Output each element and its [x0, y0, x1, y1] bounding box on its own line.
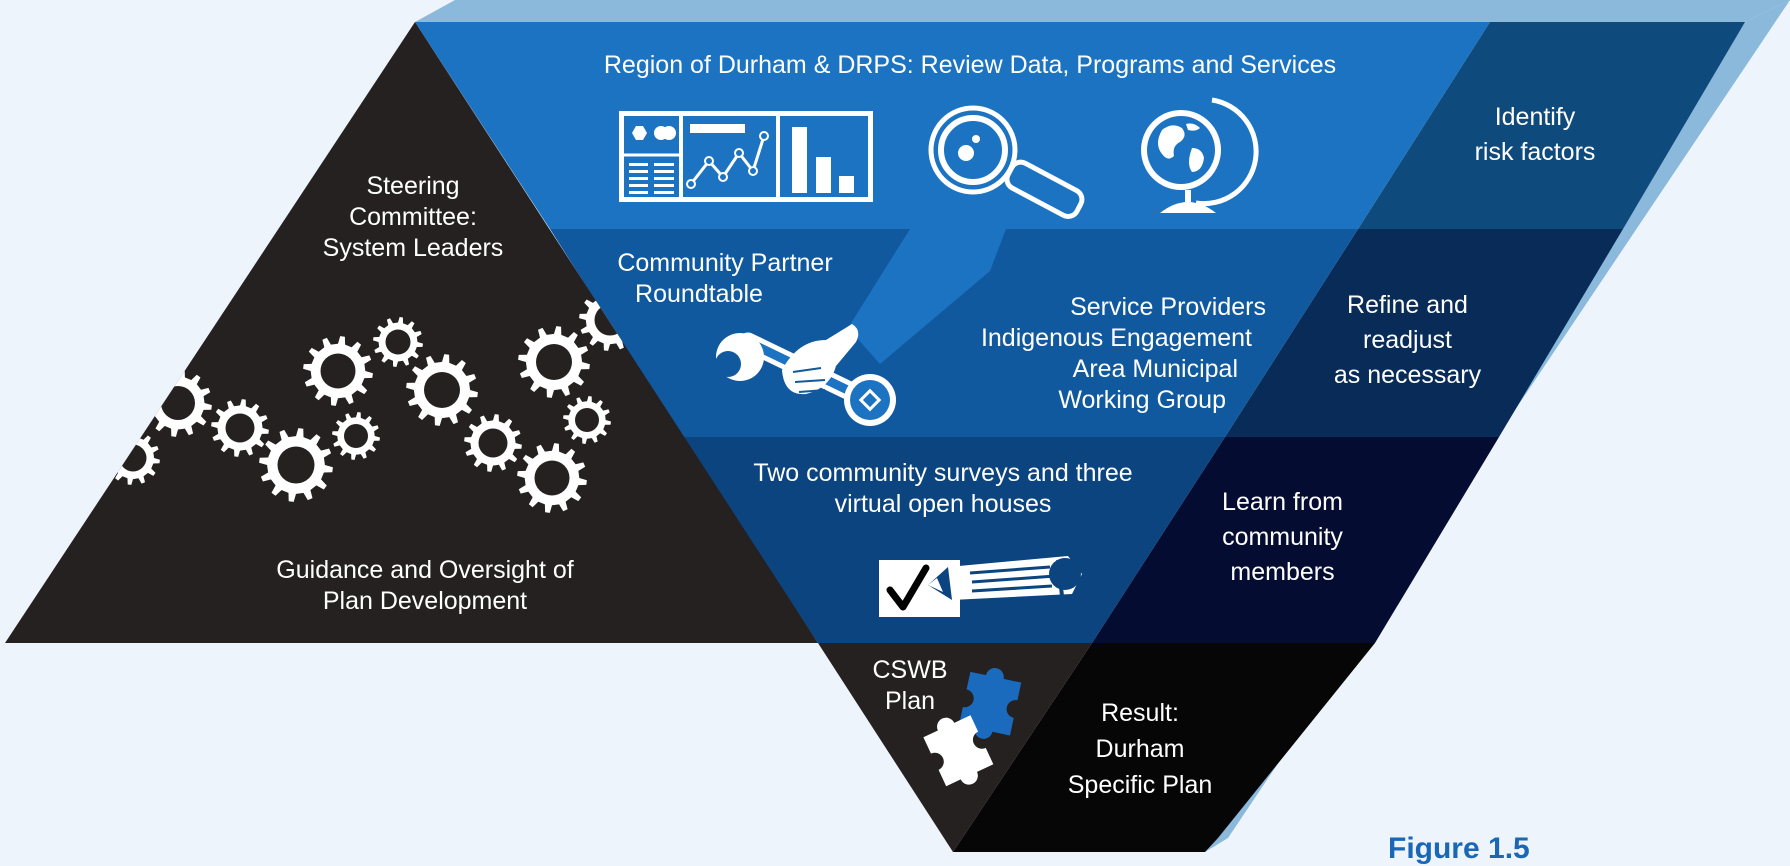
handshake-wrench-icon: [715, 324, 896, 426]
guidance-line-2: Plan Development: [322, 587, 528, 615]
providers-label: Service Providers Indigenous Engagement …: [930, 292, 1266, 416]
refine-line-2: readjust: [1363, 326, 1452, 354]
cswb-label: CSWB Plan: [860, 655, 960, 717]
result-label: Result: Durham Specific Plan: [1040, 695, 1240, 803]
providers-line-1: Service Providers: [1070, 293, 1266, 321]
learn-line-1: Learn from: [1222, 488, 1343, 516]
result-panel: [953, 643, 1375, 852]
cswb-line-1: CSWB: [872, 656, 948, 684]
result-line-1: Result:: [1101, 699, 1179, 727]
roundtable-label: Community Partner Roundtable: [598, 248, 852, 310]
checklist-pencil-icon: [879, 556, 1082, 617]
figure-label: Figure 1.5: [1388, 832, 1530, 865]
gear-hole: [225, 413, 255, 443]
roundtable-line-1: Community Partner: [617, 249, 833, 277]
providers-line-4: Working Group: [1058, 386, 1226, 414]
dashboard-icon: [619, 111, 873, 202]
providers-line-3: Area Municipal: [1072, 355, 1238, 383]
learn-panel: [1092, 437, 1499, 643]
surveys-line-2: virtual open houses: [834, 490, 1052, 518]
globe-icon: [1141, 97, 1259, 213]
refine-label: Refine and readjust as necessary: [1320, 288, 1495, 393]
arm-icon: [848, 229, 1006, 364]
gear-hole: [385, 329, 411, 355]
surveys-line-1: Two community surveys and three: [753, 459, 1133, 487]
cswb-line-2: Plan: [884, 687, 936, 715]
learn-line-3: members: [1230, 558, 1335, 586]
providers-line-2: Indigenous Engagement: [980, 324, 1252, 352]
gear-hole: [320, 353, 356, 389]
magnifier-icon: [928, 105, 1085, 219]
identify-line-1: Identify: [1494, 103, 1576, 131]
identify-label: Identify risk factors: [1440, 100, 1630, 170]
steering-line-1: Steering: [366, 172, 460, 200]
steering-label: Steering Committee: System Leaders: [293, 171, 533, 264]
low-band: [682, 437, 1225, 643]
gear-hole: [534, 460, 570, 496]
gear-hole: [575, 408, 599, 432]
gear-hole: [277, 446, 315, 484]
refine-panel: [1225, 229, 1623, 437]
gear-hole: [424, 372, 460, 408]
identify-line-2: risk factors: [1474, 138, 1596, 166]
guidance-line-1: Guidance and Oversight of: [276, 556, 574, 584]
puzzle-blue-icon: [959, 668, 1022, 739]
gear-hole: [344, 424, 368, 448]
gear-hole: [119, 444, 147, 472]
result-line-2: Durham: [1095, 735, 1185, 763]
result-line-3: Specific Plan: [1067, 771, 1213, 799]
learn-label: Learn from community members: [1190, 485, 1375, 590]
refine-line-3: as necessary: [1333, 361, 1482, 389]
mid-band: [550, 229, 1358, 437]
gear-hole: [478, 428, 508, 458]
roundtable-line-2: Roundtable: [635, 280, 763, 308]
guidance-label: Guidance and Oversight of Plan Developme…: [235, 555, 615, 617]
top-band-title: Region of Durham & DRPS: Review Data, Pr…: [603, 51, 1337, 79]
bevel-top: [415, 0, 1790, 22]
puzzle-white-icon: [923, 715, 994, 787]
gear-hole: [161, 386, 195, 420]
steering-line-2: Committee:: [349, 203, 477, 231]
gear-hole: [536, 344, 572, 380]
refine-line-1: Refine and: [1347, 291, 1468, 319]
surveys-label: Two community surveys and three virtual …: [728, 458, 1158, 520]
learn-line-2: community: [1222, 523, 1343, 551]
steering-line-3: System Leaders: [322, 234, 504, 262]
identify-panel: [1358, 22, 1745, 229]
